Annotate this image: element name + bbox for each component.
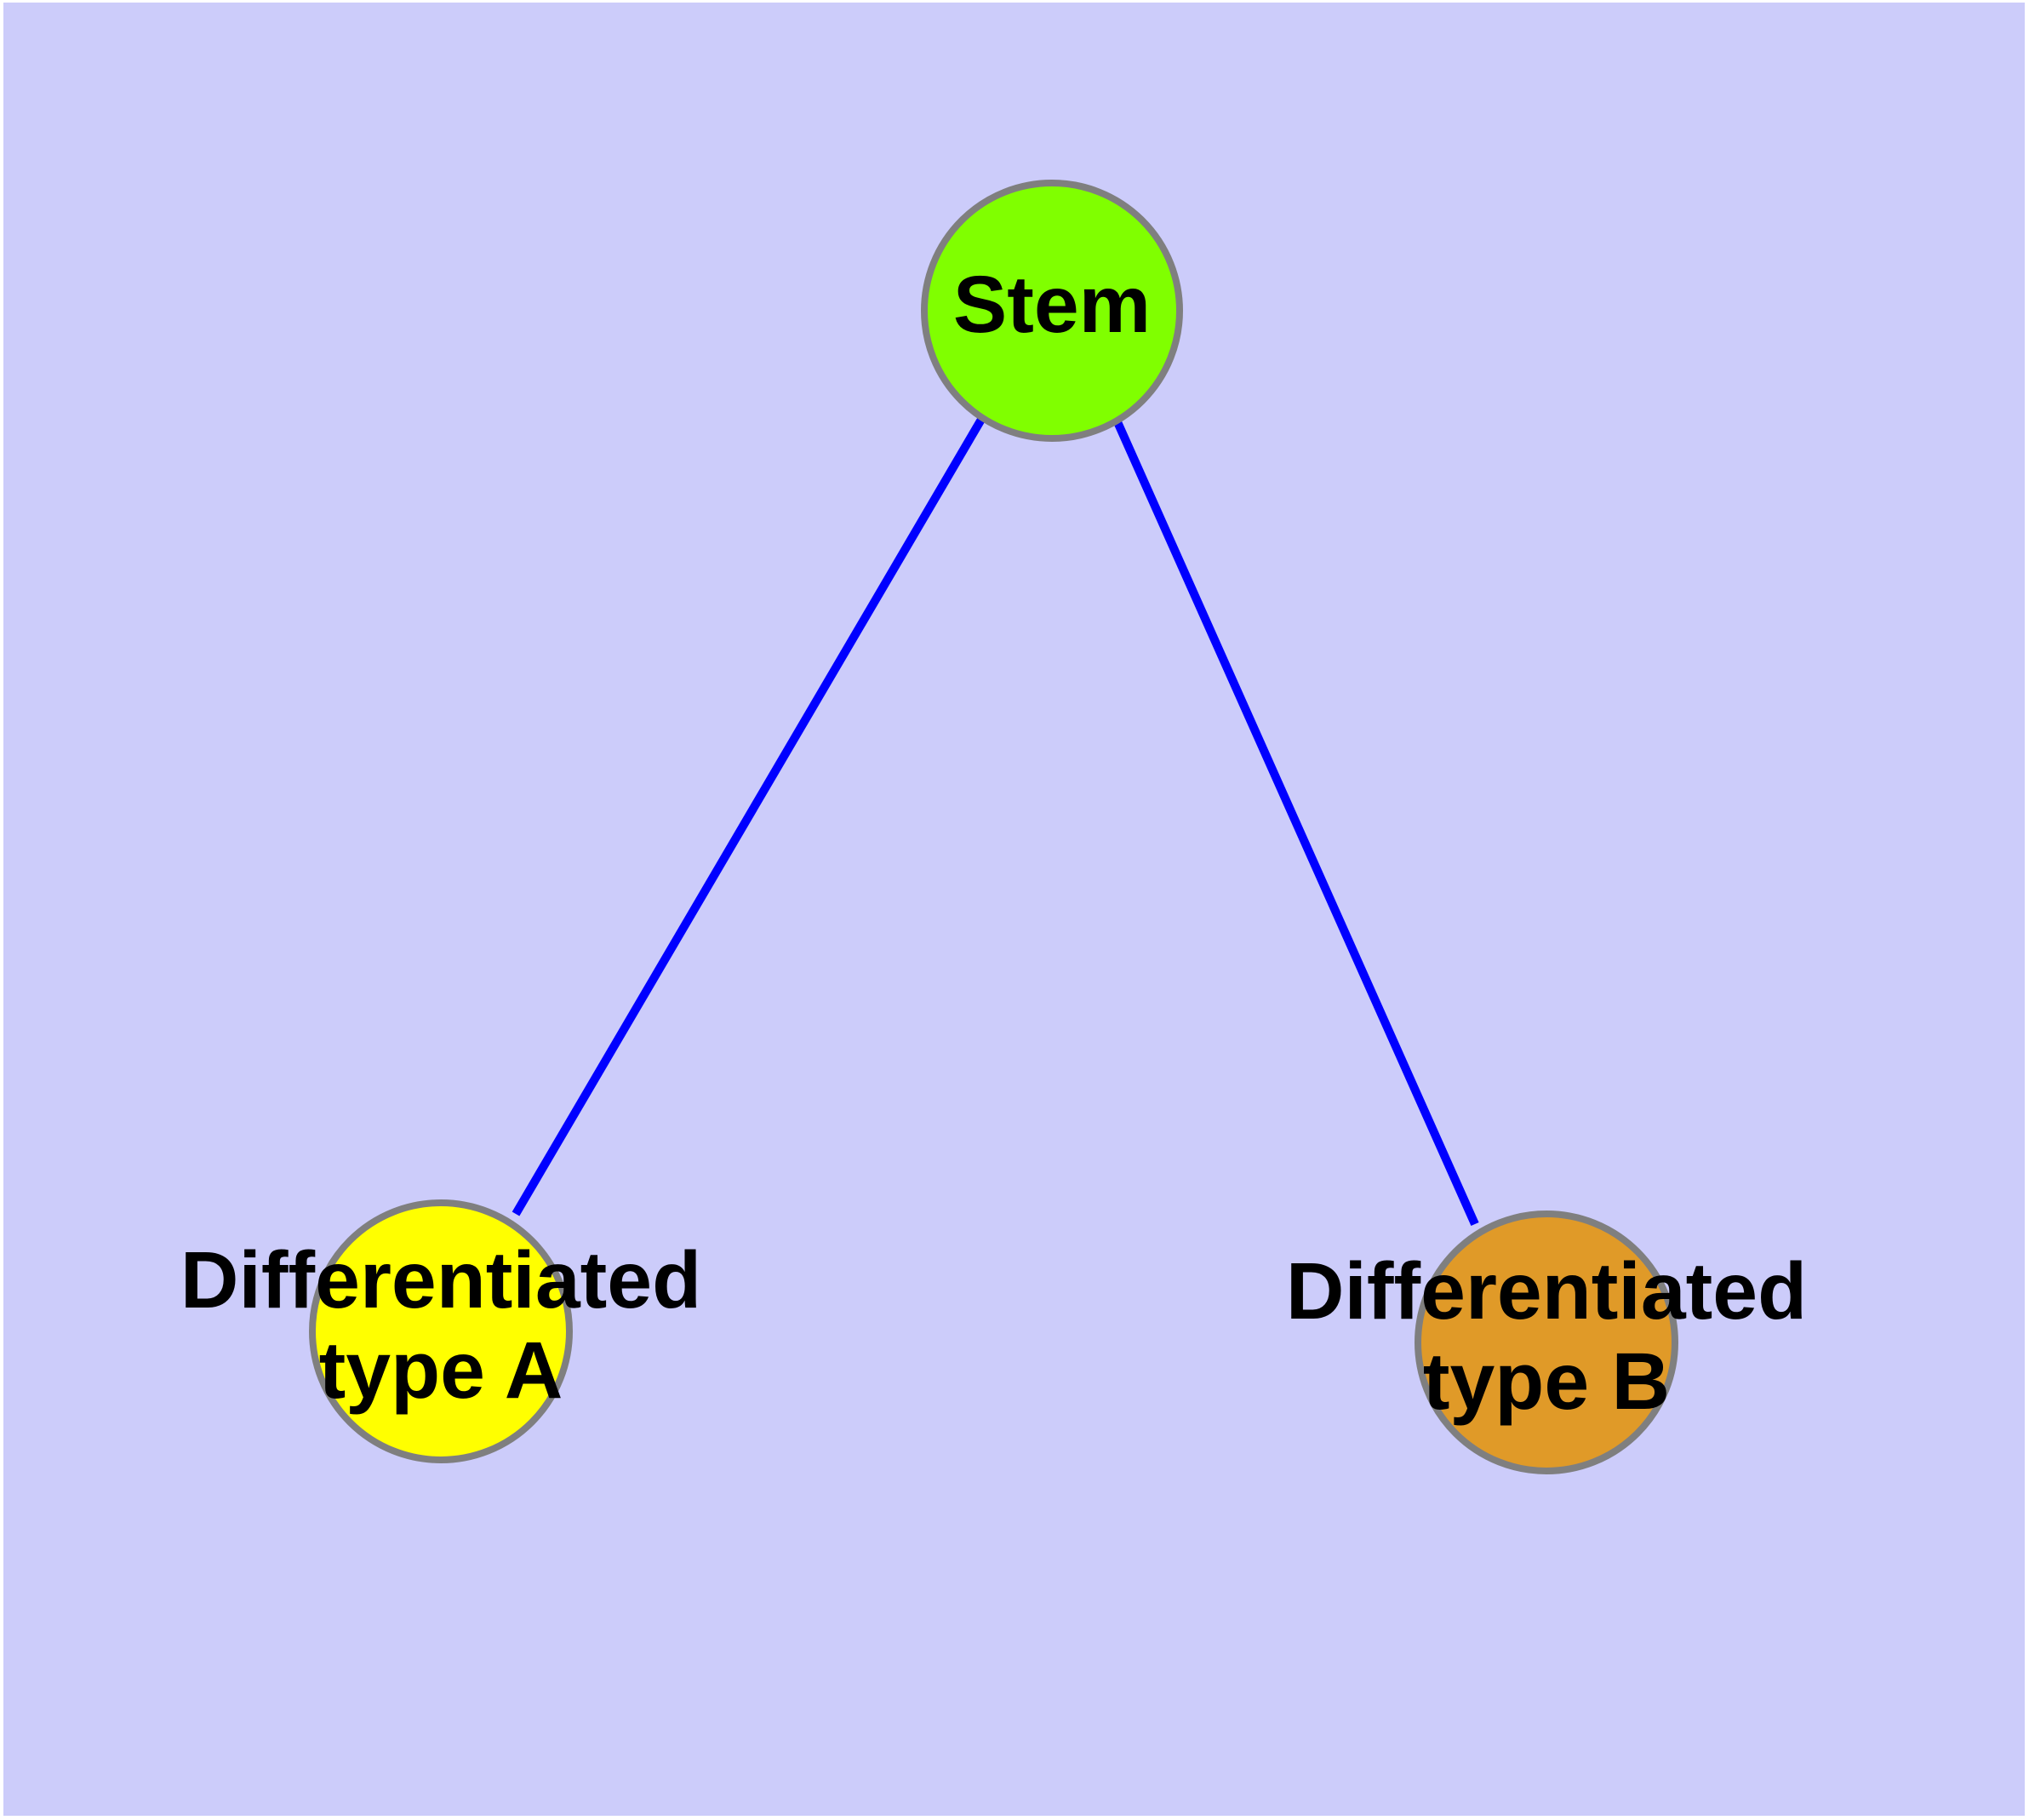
node-differentiated-type-a-circle[interactable] (309, 1199, 573, 1463)
node-differentiated-type-b-circle[interactable] (1415, 1210, 1678, 1474)
edge-layer (512, 414, 1479, 1227)
node-stem-label: Stem (953, 260, 1151, 350)
node-stem[interactable]: Stem (921, 180, 1183, 442)
edge-stem-to-differentiated-type-a[interactable] (512, 415, 986, 1216)
edge-stem-to-differentiated-type-b[interactable] (1111, 414, 1479, 1227)
node-stem-circle[interactable] (921, 180, 1183, 442)
